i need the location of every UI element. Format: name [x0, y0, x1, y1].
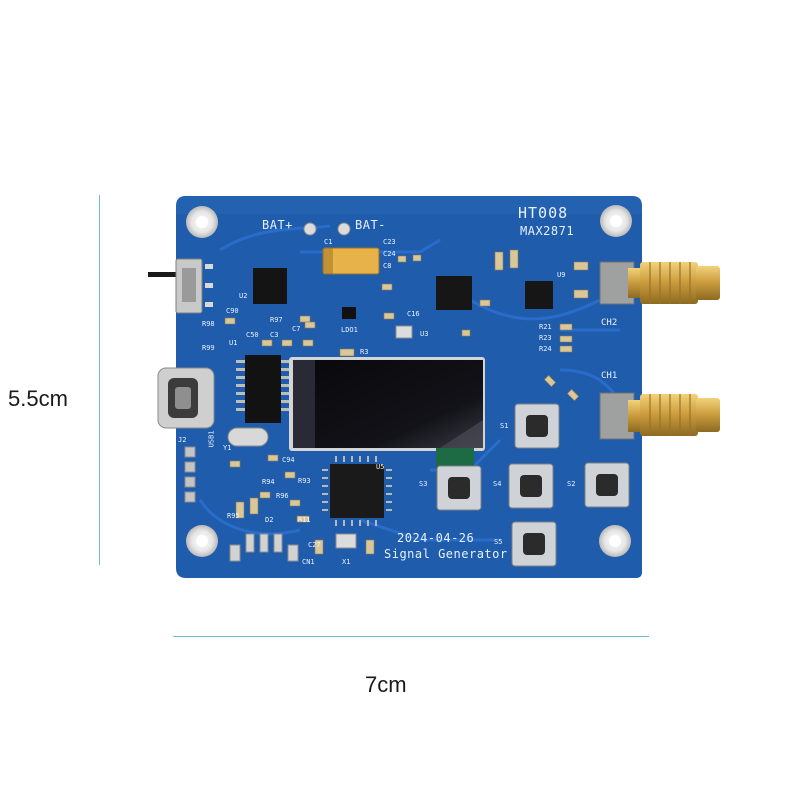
ref-y1: Y1	[223, 444, 232, 452]
button-s1	[514, 403, 560, 449]
sma-connector-ch1	[599, 392, 720, 440]
ref-u1: U1	[229, 339, 238, 347]
ref-d2: D2	[265, 516, 274, 524]
board-chip: MAX2871	[520, 224, 575, 238]
battery-plus-label: BAT+	[262, 218, 293, 232]
ref-r94: R94	[262, 478, 275, 486]
mounting-hole	[186, 525, 218, 557]
height-dimension-label: 5.5cm	[8, 386, 68, 411]
ref-r23: R23	[539, 334, 552, 342]
ref-cn1: CN1	[302, 558, 315, 566]
ref-r3: R3	[360, 348, 369, 356]
lcd-display	[289, 357, 485, 478]
power-switch	[148, 258, 213, 314]
ref-c8: C8	[383, 262, 392, 270]
ref-c16: C16	[407, 310, 420, 318]
ref-r93: R93	[298, 477, 311, 485]
button-label-s4: S4	[493, 480, 502, 488]
ref-usb1: USB1	[207, 430, 216, 448]
board-date: 2024-04-26	[397, 531, 475, 545]
button-s3	[436, 465, 482, 511]
ref-r11: R11	[298, 516, 311, 524]
usb-c-port	[157, 367, 215, 429]
width-dimension-line	[173, 636, 649, 637]
board-model: HT008	[518, 204, 569, 222]
button-s5	[511, 521, 557, 567]
button-label-s5: S5	[494, 538, 503, 546]
button-label-s2: S2	[567, 480, 576, 488]
button-s4	[508, 463, 554, 509]
button-label-s1: S1	[500, 422, 509, 430]
width-dimension-label: 7cm	[365, 672, 407, 697]
ref-x1: X1	[342, 558, 351, 566]
button-s2	[584, 462, 630, 508]
battery-minus-label: BAT-	[355, 218, 386, 232]
ref-c94: C94	[282, 456, 295, 464]
ref-u2: U2	[239, 292, 248, 300]
height-dimension-line	[99, 195, 100, 565]
chips	[227, 268, 553, 549]
ref-ldo1: LDO1	[341, 326, 358, 334]
ref-c3: C3	[270, 331, 279, 339]
ref-r21: R21	[539, 323, 552, 331]
mounting-hole	[599, 525, 631, 557]
ref-c90: C90	[226, 307, 239, 315]
ch2-label: CH2	[601, 318, 618, 328]
ref-r24: R24	[539, 345, 552, 353]
ref-c27: C27	[308, 541, 321, 549]
ref-r99: R99	[202, 344, 215, 352]
ref-u5: U5	[376, 463, 385, 471]
ref-u3: U3	[420, 330, 429, 338]
ref-c24: C24	[383, 250, 396, 258]
mounting-hole	[186, 206, 218, 238]
ref-r97: R97	[270, 316, 283, 324]
ref-r95: R95	[227, 512, 240, 520]
ref-u9: U9	[557, 271, 566, 279]
header-j2	[184, 446, 196, 503]
button-label-s3: S3	[419, 480, 428, 488]
sma-connector-ch2	[599, 261, 720, 305]
board-description: Signal Generator	[384, 547, 508, 561]
ref-c50: C50	[246, 331, 259, 339]
ref-c1: C1	[324, 238, 333, 246]
ch1-label: CH1	[601, 371, 618, 381]
ref-c23: C23	[383, 238, 396, 246]
mounting-hole	[600, 205, 632, 237]
ref-r96: R96	[276, 492, 289, 500]
ref-c7: C7	[292, 325, 301, 333]
ref-r98: R98	[202, 320, 215, 328]
ref-j2: J2	[178, 436, 187, 444]
